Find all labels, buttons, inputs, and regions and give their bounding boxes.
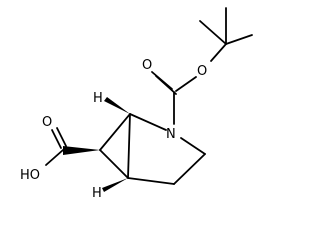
bottom-hydrogen-label: H — [92, 186, 102, 201]
wedge-c1-hydrogen — [104, 97, 130, 114]
bond-ch2-to-c5 — [127, 177, 175, 185]
bond-c1-to-c5 — [127, 113, 131, 179]
wedge-c6-carboxyl — [63, 146, 100, 155]
bond-carboxyl-double-a — [51, 129, 62, 149]
acid-carbonyl-oxygen-label: O — [42, 115, 52, 130]
bond-carbonyl-double-b — [155, 75, 177, 95]
bond-tbu-methyl-left — [199, 20, 227, 45]
chemical-structure: O O N O HO H H — [20, 7, 253, 201]
bond-ring-ch2-to-ch2 — [173, 153, 206, 185]
ester-oxygen-label: O — [197, 64, 207, 79]
wedge-c5-hydrogen — [102, 178, 128, 192]
bond-nitrogen-to-c1 — [129, 113, 167, 131]
bond-ester-oxygen-to-carbonyl — [175, 76, 197, 92]
boc-carbonyl-oxygen-label: O — [142, 58, 152, 73]
ring-nitrogen-label: N — [166, 127, 176, 142]
bond-tbu-to-ester-oxygen — [210, 43, 227, 62]
bond-c5-to-c6 — [99, 149, 129, 179]
bond-c1-to-c6 — [99, 113, 131, 151]
bond-tbu-methyl-right — [225, 34, 253, 45]
bond-nitrogen-to-ring-ch2 — [180, 137, 206, 155]
acid-hydroxyl-label: HO — [20, 168, 40, 183]
top-hydrogen-label: H — [93, 91, 103, 106]
bond-carboxyl-double-b — [56, 127, 67, 147]
bond-carboxyl-to-hydroxyl — [45, 149, 64, 166]
